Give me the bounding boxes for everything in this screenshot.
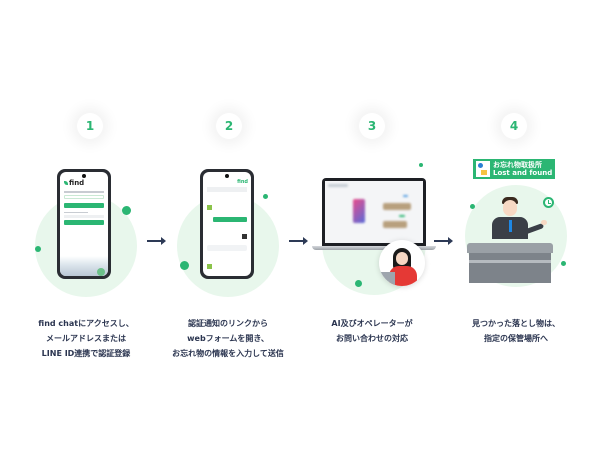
caption-line: お忘れ物の情報を入力して送信: [172, 349, 284, 358]
line-login-button: [64, 202, 104, 208]
step-2-caption: 認証通知のリンクから webフォームを開き、 お忘れ物の情報を入力して送信: [153, 316, 303, 361]
caption-line: find chatにアクセスし、: [38, 319, 134, 328]
counter-top: [467, 243, 553, 253]
clerk-head: [503, 200, 517, 216]
step-4-number-badge: 4: [501, 113, 527, 139]
lost-item-icon: [476, 161, 490, 177]
arrow-right-icon: [289, 237, 308, 245]
submit-button: [64, 220, 104, 225]
operator-body: [389, 266, 417, 286]
decor-dot: [180, 261, 189, 270]
caption-line: 指定の保管場所へ: [484, 334, 548, 343]
item-summary: [207, 187, 247, 192]
step-3-number-badge: 3: [359, 113, 385, 139]
lost-and-found-sign: お忘れ物取扱所 Lost and found: [473, 159, 556, 179]
step-1-caption: find chatにアクセスし、 メールアドレスまたは LINE ID連携で認証…: [11, 316, 161, 361]
decor-dot: [355, 280, 362, 287]
decor-dot: [470, 204, 475, 209]
caption-line: LINE ID連携で認証登録: [41, 349, 131, 358]
camera-notch: [225, 174, 229, 178]
find-logo: find: [237, 179, 248, 185]
camera-notch: [82, 174, 86, 178]
laptop: [312, 178, 436, 250]
bot-avatar: [207, 264, 212, 269]
tree-icon: [97, 268, 105, 276]
blurred-blue-tag: [403, 195, 408, 197]
chat-header: find: [203, 179, 251, 185]
clerk-tie: [509, 220, 512, 232]
blurred-phone-image: [353, 199, 365, 223]
clerk-hand: [541, 220, 547, 225]
step-1-smartphone: find: [57, 169, 111, 279]
chat-screen: find: [203, 172, 251, 276]
user-image-message: [203, 224, 251, 243]
clock-icon: [543, 197, 554, 208]
sign-text-japanese: お忘れ物取扱所: [493, 161, 542, 169]
sign-text: お忘れ物取扱所 Lost and found: [493, 161, 552, 177]
arrow-right-icon: [147, 237, 166, 245]
counter-stripe: [469, 260, 551, 263]
form-link-button: [213, 217, 247, 222]
caption-line: webフォームを開き、: [187, 334, 269, 343]
counter-front: [469, 253, 551, 283]
operator-face: [396, 252, 408, 265]
blurred-green-tag: [399, 215, 405, 217]
step-2-smartphone: find: [200, 169, 254, 279]
laptop-base: [312, 246, 436, 250]
blurred-photos: [383, 203, 411, 210]
decor-dot: [419, 163, 423, 167]
bot-avatar: [207, 205, 212, 210]
caption-line: 認証通知のリンクから: [188, 319, 268, 328]
image-thumbnail: [242, 234, 247, 239]
text-placeholder: [64, 191, 104, 193]
bot-message: [203, 194, 251, 215]
google-login-button: [64, 194, 104, 199]
step-2-number-badge: 2: [216, 113, 242, 139]
cityscape-illustration: [60, 256, 108, 276]
caption-line: メールアドレスまたは: [46, 334, 126, 343]
logo-text: find: [69, 179, 85, 187]
bot-message: [203, 253, 251, 274]
step-3-caption: AI及びオペレーターが お問い合わせの対応: [297, 316, 447, 346]
operator-dashboard: [325, 181, 423, 243]
caption-line: AI及びオペレーターが: [331, 319, 413, 328]
decor-dot: [122, 206, 131, 215]
caption-line: 見つかった落とし物は、: [472, 319, 560, 328]
step-1-number-badge: 1: [77, 113, 103, 139]
text-placeholder: [64, 211, 88, 213]
blurred-header: [328, 184, 348, 187]
caption-line: お問い合わせの対応: [336, 334, 408, 343]
step-4-caption: 見つかった落とし物は、 指定の保管場所へ: [441, 316, 591, 346]
operator-avatar: [379, 240, 425, 286]
laptop-screen-frame: [322, 178, 426, 246]
sign-text-english: Lost and found: [493, 169, 553, 177]
decor-dot: [263, 194, 268, 199]
arrow-right-icon: [434, 237, 453, 245]
user-message: [207, 245, 247, 251]
decor-dot: [561, 261, 566, 266]
operator-laptop: [379, 272, 395, 286]
login-screen: find: [60, 172, 108, 276]
email-field: [64, 215, 104, 218]
find-logo: find: [60, 179, 108, 187]
leaf-icon: [64, 181, 68, 185]
blurred-photos: [383, 221, 407, 228]
decor-dot: [35, 246, 41, 252]
